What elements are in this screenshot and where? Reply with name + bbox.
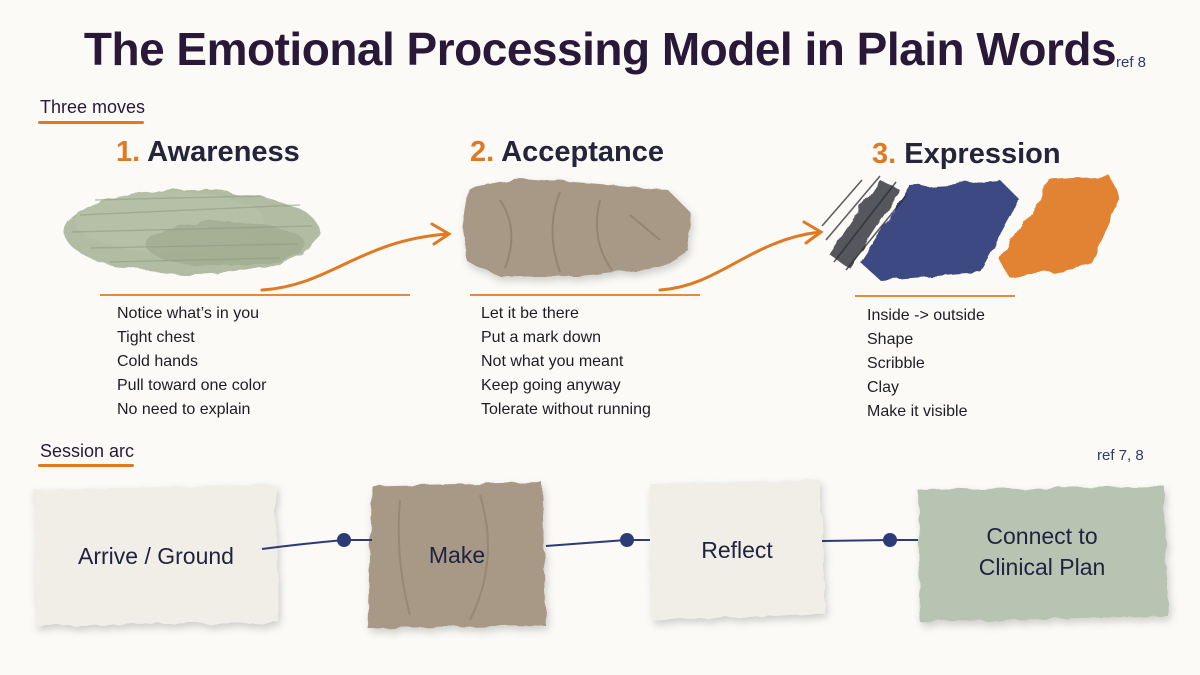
green-pastel-smudge [64,190,320,274]
arc-label-arrive: Arrive / Ground [78,542,234,569]
arc-label-reflect: Reflect [701,536,773,563]
pastel-strokes [71,195,313,263]
connector-dot-3 [883,533,897,547]
flow-arrow-1-2 [260,222,452,292]
list-item: Scribble [867,355,925,372]
step-heading-expression: 3. Expression [872,138,1061,171]
list-item: Let it be there [481,305,579,322]
arc-tile-reflect [650,480,826,620]
clay-slab [462,178,692,276]
list-item: Tolerate without running [481,401,651,418]
step-number: 2. [470,136,495,168]
expression-bullets: Inside -> outside Shape Scribble Clay Ma… [867,304,985,424]
list-item: Not what you meant [481,353,624,370]
awareness-bullets: Notice what’s in you Tight chest Cold ha… [117,302,266,422]
section-underline-moves [38,121,144,124]
step-number: 3. [872,138,897,170]
connector-dot-1 [337,533,351,547]
ref-arc: ref 7, 8 [1097,447,1144,464]
arc-label-connect: Connect to Clinical Plan [978,523,1106,580]
list-item: Pull toward one color [117,377,267,394]
list-item: Cold hands [117,353,198,370]
list-item: Put a mark down [481,329,602,346]
section-label-arc: Session arc [40,441,135,461]
list-item: Keep going anyway [481,377,621,394]
clay-cracks [499,191,661,273]
arc-tile-arrive [34,484,279,626]
step-name: Awareness [147,136,300,168]
list-item: Tight chest [117,329,195,346]
flow-arrow-2-3 [658,220,824,292]
step-heading-acceptance: 2. Acceptance [470,136,664,169]
list-item: Notice what’s in you [117,305,259,322]
acceptance-bullets: Let it be there Put a mark down Not what… [481,302,651,422]
list-item: Inside -> outside [867,307,985,324]
section-label-moves: Three moves [40,97,146,117]
step-name: Expression [904,138,1061,170]
ref-top: ref 8 [1116,54,1147,71]
arc-tile-connect [918,486,1168,622]
list-item: Make it visible [867,403,968,420]
step-name: Acceptance [501,136,664,168]
scribble-texture [830,176,1120,280]
make-tile-cracks [397,494,489,621]
page-title: The Emotional Processing Model in Plain … [83,23,1117,75]
charcoal-scribbles [821,175,907,271]
step-number: 1. [116,136,141,168]
step-heading-awareness: 1. Awareness [116,136,300,169]
section-underline-arc [38,464,134,467]
list-item: No need to explain [117,401,251,418]
list-item: Clay [867,379,900,396]
arc-label-make: Make [428,541,486,568]
arc-tile-make [368,482,546,628]
list-item: Shape [867,331,914,348]
connector-dot-2 [620,533,634,547]
